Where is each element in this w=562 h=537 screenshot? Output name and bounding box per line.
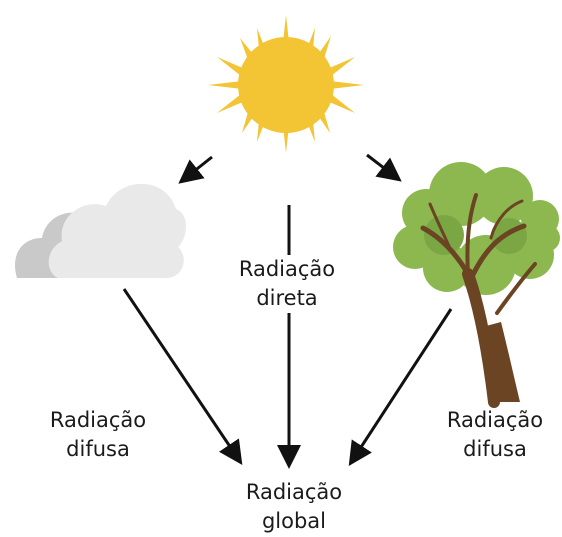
right-diffuse-radiation-label: Radiação difusa bbox=[428, 406, 562, 464]
tree-icon bbox=[393, 162, 560, 408]
right-diffuse-label-line2: difusa bbox=[463, 437, 527, 461]
sun-to-cloud-arrow bbox=[178, 155, 213, 184]
arrows bbox=[122, 153, 453, 469]
direct-radiation-label-line2: direta bbox=[256, 286, 318, 310]
left-diffuse-label-line1: Radiação bbox=[49, 408, 147, 432]
right-diffuse-label-line1: Radiação bbox=[446, 408, 544, 432]
left-diffuse-label-line2: difusa bbox=[66, 437, 130, 461]
global-radiation-label: Radiação global bbox=[214, 478, 374, 536]
sun-to-tree-arrow bbox=[366, 153, 402, 182]
global-radiation-label-line2: global bbox=[261, 509, 327, 533]
cloud-diffuse-arrow bbox=[122, 288, 243, 465]
direct-radiation-label-line1: Radiação bbox=[238, 257, 336, 281]
cloud-icon bbox=[14, 183, 186, 278]
left-diffuse-radiation-label: Radiação difusa bbox=[24, 406, 172, 464]
sun-icon bbox=[208, 15, 364, 153]
global-radiation-label-line1: Radiação bbox=[245, 480, 343, 504]
direct-radiation-label: Radiação direta bbox=[224, 255, 350, 313]
tree-diffuse-arrow bbox=[348, 308, 453, 467]
